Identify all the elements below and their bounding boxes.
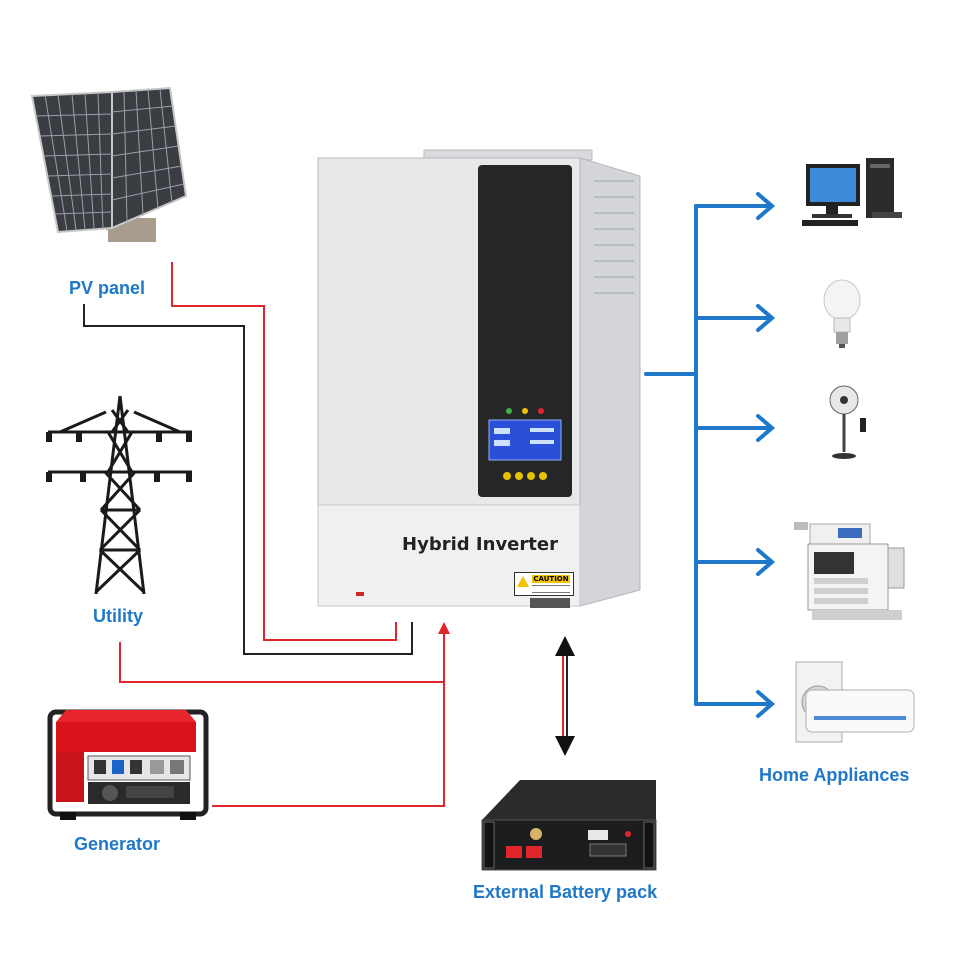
inverter-unit — [317, 149, 641, 608]
solar-panel-icon — [30, 86, 188, 242]
utility-generator-wires — [119, 622, 450, 807]
caution-sticker: CAUTION — [514, 572, 574, 596]
light-bulb-icon — [823, 279, 861, 348]
stand-fan-icon — [829, 385, 866, 459]
generator-label: Generator — [74, 834, 161, 854]
distribution-arrows — [644, 192, 776, 718]
inverter-title: Hybrid Inverter — [402, 534, 558, 555]
appliances-label: Home Appliances — [759, 765, 910, 785]
insulators — [46, 432, 192, 482]
transmission-tower-icon — [48, 395, 192, 595]
air-conditioner-icon — [795, 661, 915, 743]
pv-wires — [83, 262, 413, 655]
caution-text-lines — [532, 585, 570, 593]
utility-label: Utility — [93, 606, 144, 626]
generator-icon — [47, 709, 209, 820]
battery-pack-icon — [481, 780, 657, 871]
pv-panel-label: PV panel — [69, 278, 146, 298]
battery-label: External Battery pack — [473, 882, 658, 902]
copier-icon — [794, 522, 905, 620]
warning-icon — [517, 576, 529, 587]
caution-label: CAUTION — [532, 575, 570, 583]
battery-double-arrow — [555, 636, 575, 756]
desktop-computer-icon — [802, 158, 902, 226]
